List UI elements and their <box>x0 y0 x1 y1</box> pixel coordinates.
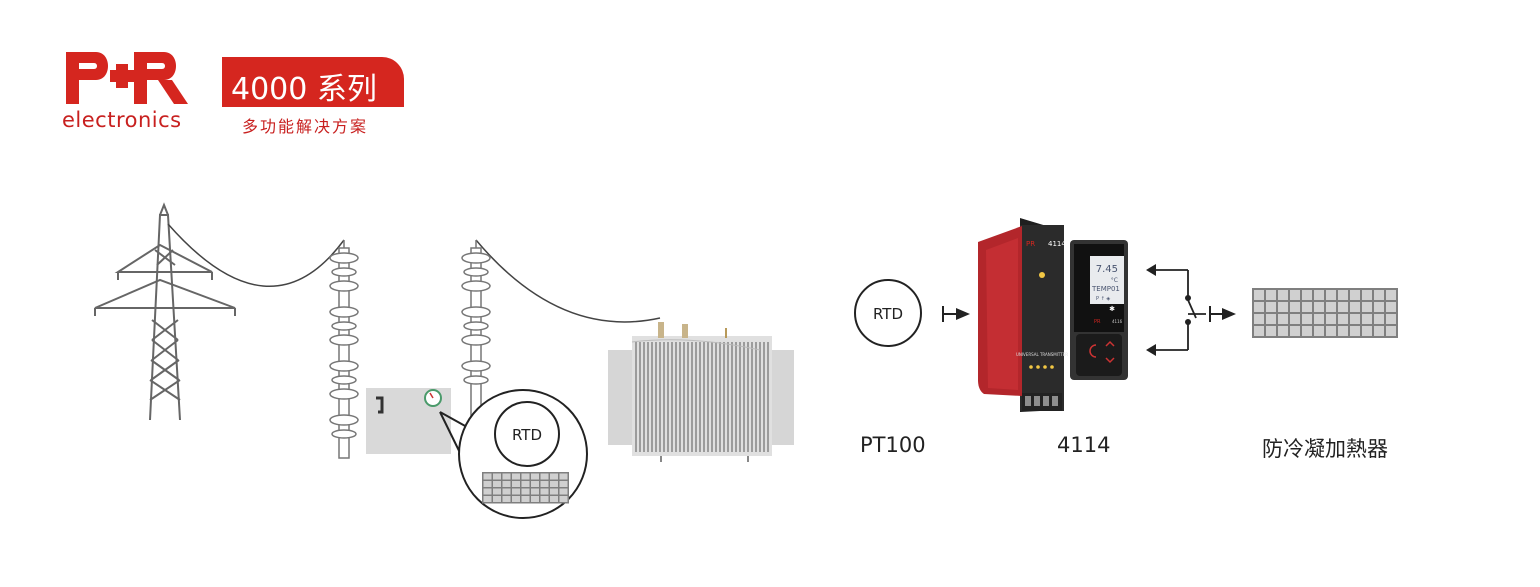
display-tag: TEMP01 <box>1091 285 1120 293</box>
arrow-left-icon <box>1146 344 1156 356</box>
front-brand-mark: PR <box>1094 319 1101 325</box>
pr-logo-icon <box>66 52 188 104</box>
series-badge <box>222 57 404 107</box>
arrow-right-icon <box>1209 306 1236 322</box>
display-unit: °C <box>1111 277 1118 284</box>
callout-heater-icon <box>482 472 569 504</box>
arrow-left-icon <box>1146 264 1156 276</box>
caption-device: 4114 <box>1057 433 1111 457</box>
transmission-tower-icon <box>94 202 236 421</box>
transformer-icon <box>608 322 794 462</box>
device-text: UNIVERSAL TRANSMITTER <box>1016 352 1068 357</box>
zoom-callout: RTD <box>439 389 588 519</box>
transmitter-device: PR 4114 UNIVERSAL TRANSMITTER 7.45 °C TE… <box>978 218 1128 412</box>
arrow-right-icon <box>942 306 970 322</box>
bluetooth-icon: ✱ <box>1109 305 1115 313</box>
anti-condensation-heater-icon <box>1252 288 1398 338</box>
caption-sensor: PT100 <box>860 433 926 457</box>
relay-switch-icon <box>1152 269 1206 351</box>
front-module-label: 4116 <box>1112 319 1123 324</box>
brand-wordmark: electronics <box>62 108 182 132</box>
display-status-icon: P ↑ ◈ <box>1096 296 1110 302</box>
caption-heater: 防冷凝加熱器 <box>1262 437 1388 461</box>
control-cabinet-icon <box>366 388 451 454</box>
power-line <box>167 223 661 323</box>
display-value: 7.45 <box>1096 264 1118 275</box>
series-subtitle: 多功能解决方案 <box>242 117 369 136</box>
series-title: 4000 系列 <box>231 72 377 107</box>
insulator-left-icon <box>329 240 359 459</box>
device-brand-mark: PR <box>1026 240 1035 248</box>
rtd-label: RTD <box>873 305 903 323</box>
device-model-label: 4114 <box>1048 240 1066 248</box>
rtd-sensor-icon <box>854 279 922 347</box>
callout-rtd-label: RTD <box>512 426 542 444</box>
